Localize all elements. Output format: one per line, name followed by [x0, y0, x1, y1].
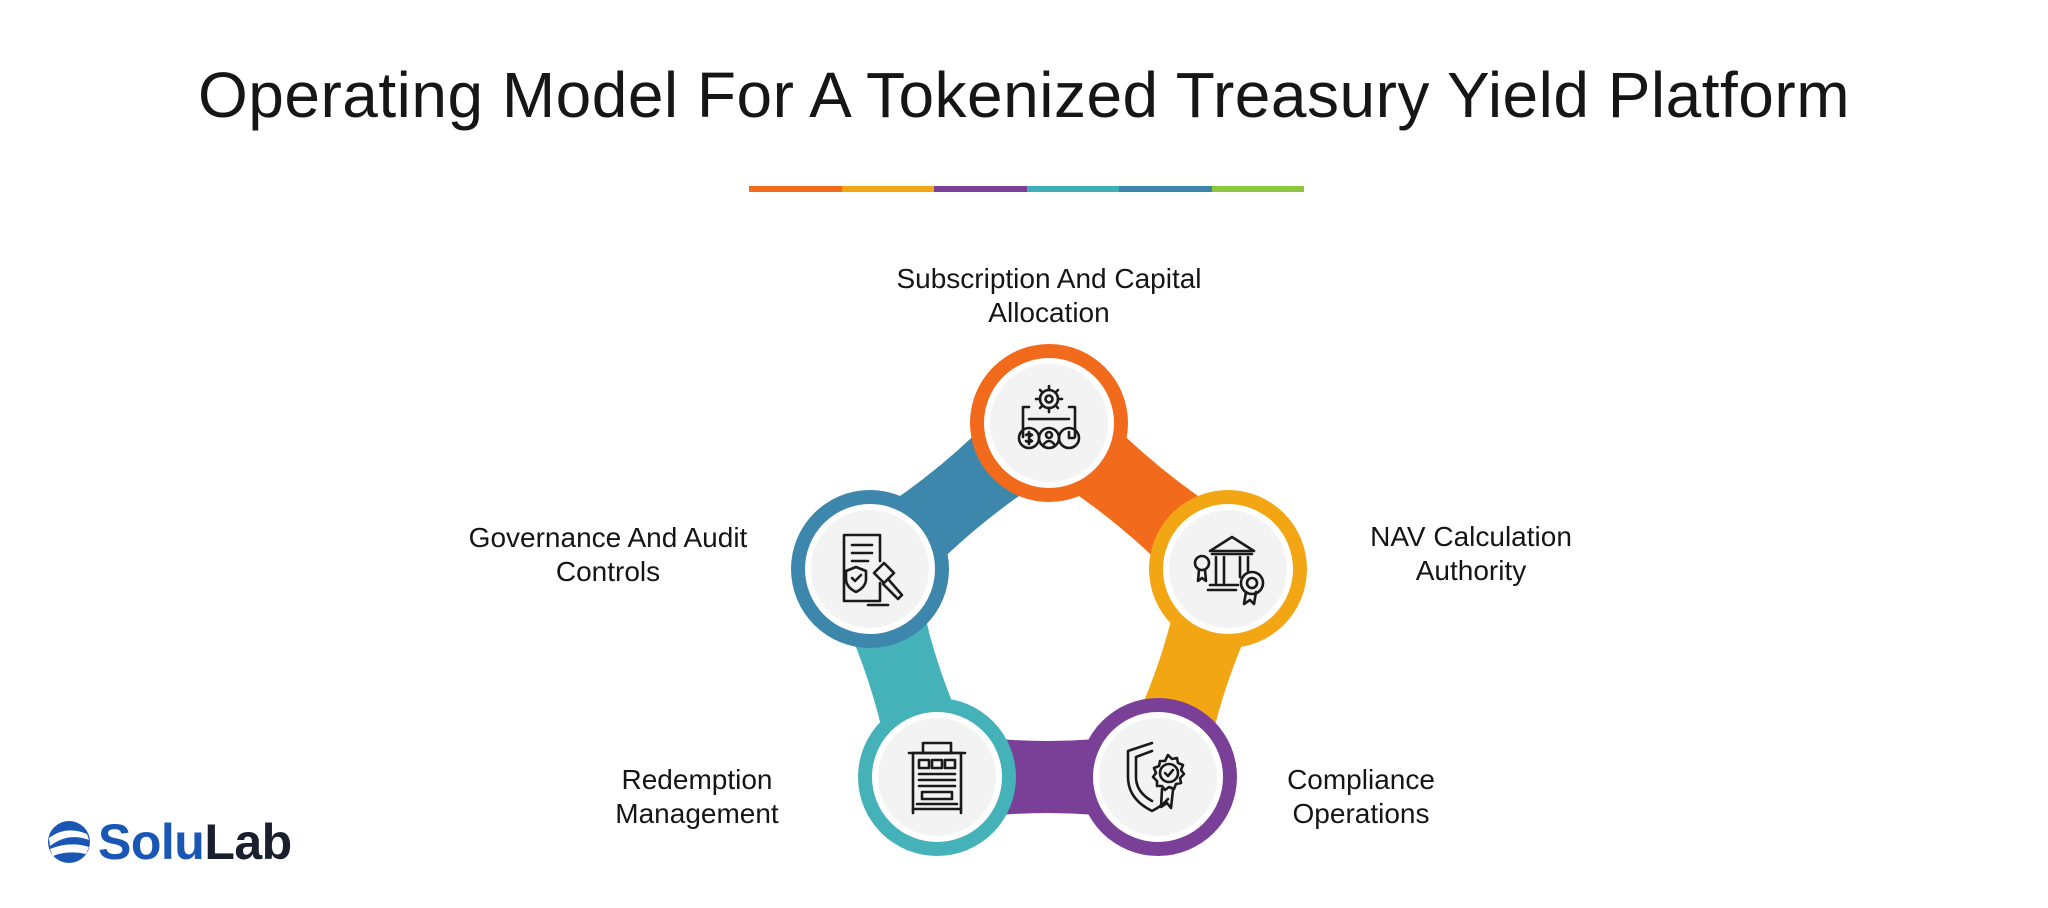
node-subscription: [970, 344, 1128, 502]
gear-money-users-icon: [1017, 384, 1081, 450]
vending-machine-icon: [907, 741, 967, 815]
underline-segment-6: [1211, 186, 1304, 192]
node-nav: [1149, 490, 1307, 648]
underline-segment-2: [841, 186, 934, 192]
logo-text-solu: Solu: [98, 814, 205, 870]
label-compliance-line-1: Compliance: [1287, 764, 1435, 795]
solulab-logo: SoluLab: [46, 812, 292, 872]
label-compliance-line-2: Operations: [1292, 798, 1430, 829]
node-nav-disc: [1163, 504, 1293, 634]
label-compliance: Compliance Operations: [1171, 763, 1551, 831]
label-subscription-line-2: Allocation: [988, 297, 1110, 328]
node-governance: [791, 490, 949, 648]
bank-certificate-icon: [1193, 535, 1265, 606]
document-gavel-icon: [842, 533, 904, 607]
node-subscription-disc: [984, 358, 1114, 488]
solulab-logo-text: SoluLab: [98, 813, 292, 871]
page-title: Operating Model For A Tokenized Treasury…: [197, 59, 1851, 131]
underline-segment-4: [1026, 186, 1119, 192]
node-redemption-disc: [872, 712, 1002, 842]
label-nav-line-2: Authority: [1415, 555, 1527, 586]
node-compliance-disc: [1093, 712, 1223, 842]
label-governance-line-2: Controls: [555, 556, 661, 587]
node-governance-disc: [805, 504, 935, 634]
label-subscription: Subscription And Capital Allocation: [859, 262, 1239, 330]
label-governance: Governance And Audit Controls: [418, 521, 798, 589]
underline-segment-3: [934, 186, 1027, 192]
underline-segment-1: [749, 186, 842, 192]
label-redemption: Redemption Management: [507, 763, 887, 831]
label-redemption-line-1: Redemption: [621, 764, 773, 795]
shield-badge-icon: [1126, 741, 1186, 813]
label-subscription-line-1: Subscription And Capital: [896, 263, 1202, 294]
label-governance-line-1: Governance And Audit: [468, 522, 748, 553]
solulab-logo-icon: [48, 821, 90, 863]
label-redemption-line-2: Management: [615, 798, 779, 829]
node-redemption: [858, 698, 1016, 856]
title-underline: [749, 186, 1304, 192]
label-nav-line-1: NAV Calculation: [1370, 521, 1572, 552]
node-compliance: [1079, 698, 1237, 856]
label-nav: NAV Calculation Authority: [1281, 520, 1661, 588]
underline-segment-5: [1119, 186, 1212, 192]
logo-text-lab: Lab: [204, 814, 292, 870]
